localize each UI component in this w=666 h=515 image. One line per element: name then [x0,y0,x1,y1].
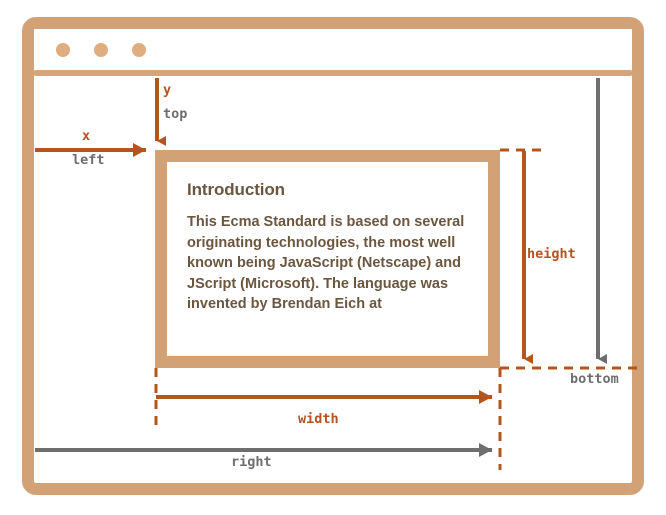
content-card-inner: Introduction This Ecma Standard is based… [167,162,488,356]
measure-label-left: left [72,152,105,168]
window-dot-1-icon [56,43,70,57]
measure-label-width: width [298,411,339,427]
browser-titlebar [34,29,632,70]
measure-label-top: top [163,106,188,122]
measure-label-right: right [231,454,272,470]
measure-label-y: y [163,82,172,98]
card-body-text: This Ecma Standard is based on several o… [187,214,465,313]
measure-label-height: height [527,246,576,262]
window-dot-2-icon [94,43,108,57]
browser-window [22,17,644,495]
toolbar-separator [33,70,633,76]
measure-label-bottom: bottom [570,371,619,387]
window-dot-3-icon [132,43,146,57]
card-heading: Introduction [187,180,285,199]
measure-label-x: x [82,128,91,144]
content-card: Introduction This Ecma Standard is based… [155,150,500,368]
